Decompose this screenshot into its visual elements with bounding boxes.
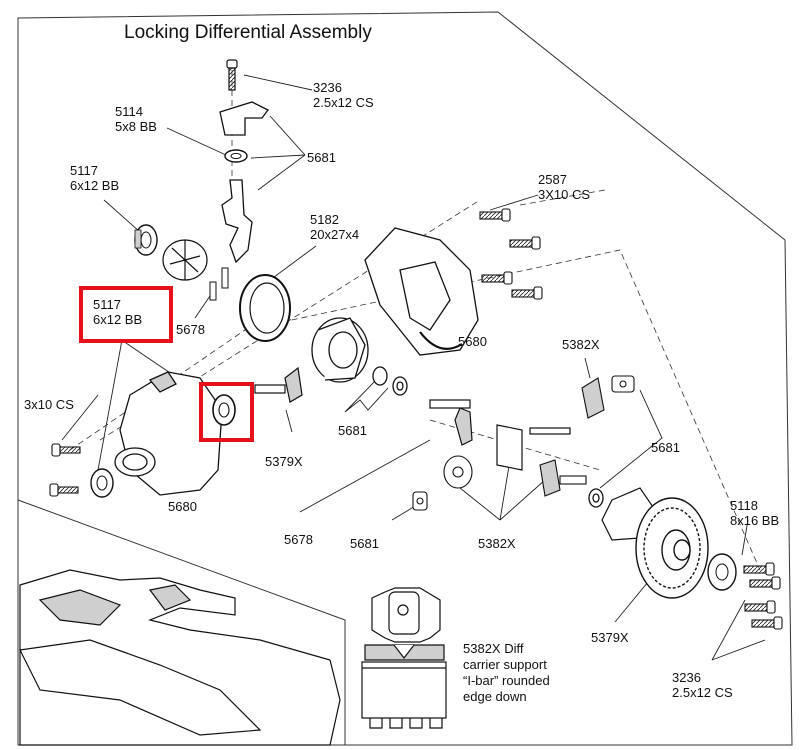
ibar-callout-text: 5382X Diff carrier support “I-bar” round…	[463, 641, 550, 704]
label-5681-mid: 5681	[338, 423, 367, 438]
label-2587: 2587 3X10 CS	[538, 172, 591, 202]
bearing-5118	[707, 553, 737, 591]
bearing-5117-top	[134, 224, 158, 256]
bearing-5117-boxed	[212, 394, 236, 426]
label-5382x-top: 5382X	[562, 337, 600, 352]
chassis-inset	[19, 569, 341, 746]
screws-2587	[479, 208, 543, 300]
shift-lever	[219, 101, 269, 136]
output-gear-5378	[429, 399, 473, 446]
bearing-lower-left	[90, 468, 114, 498]
label-5182: 5182 20x27x4	[310, 212, 360, 242]
pins-5678	[209, 267, 229, 301]
label-5117-boxed: 5117 6x12 BB	[93, 297, 143, 327]
gearbox-half-5680-right	[364, 227, 479, 356]
diff-carrier	[311, 317, 369, 383]
label-3x10-cs: 3x10 CS	[24, 397, 74, 412]
label-5118: 5118 8x16 BB	[730, 498, 780, 528]
bearing-5114	[224, 149, 248, 163]
label-5117-top: 5117 6x12 BB	[70, 163, 120, 193]
diagram-title: Locking Differential Assembly	[124, 22, 372, 43]
label-5678-bottom: 5678	[284, 532, 313, 547]
shift-fork	[221, 179, 253, 264]
screws-3236-bottom	[743, 562, 783, 630]
bearings-5681-right	[588, 488, 604, 508]
screw-3236-top	[226, 59, 238, 91]
label-3236-bottom: 3236 2.5x12 CS	[672, 670, 733, 700]
sheet-border	[17, 11, 793, 746]
gearbox-half-5680-left	[114, 371, 223, 496]
highlight-box-label	[79, 286, 173, 343]
label-5680-left: 5680	[168, 499, 197, 514]
label-5680-right: 5680	[458, 334, 487, 349]
i-bar-5382x	[496, 424, 571, 471]
center-bearings-5681	[372, 366, 408, 396]
screws-3x10	[49, 443, 81, 497]
ring-gear-5379x	[635, 497, 709, 599]
seal-5182	[239, 274, 291, 342]
locker-gear	[162, 239, 208, 281]
label-5681-right: 5681	[651, 440, 680, 455]
ibar-detail-inset	[361, 587, 447, 729]
pinion-5379x-left	[254, 366, 303, 403]
label-5379x-bottom: 5379X	[591, 630, 629, 645]
inset-divider	[17, 499, 346, 745]
label-5114: 5114 5x8 BB	[115, 104, 157, 134]
side-gears-5382x	[443, 375, 635, 497]
label-5382x-bottom: 5382X	[478, 536, 516, 551]
label-5379x-left: 5379X	[265, 454, 303, 469]
shim-5681-bottom	[412, 491, 428, 511]
label-5681-bottom: 5681	[350, 536, 379, 551]
highlight-box-bearing	[199, 382, 254, 442]
label-3236-top: 3236 2.5x12 CS	[313, 80, 374, 110]
label-5681-top: 5681	[307, 150, 336, 165]
label-5678-top: 5678	[176, 322, 205, 337]
